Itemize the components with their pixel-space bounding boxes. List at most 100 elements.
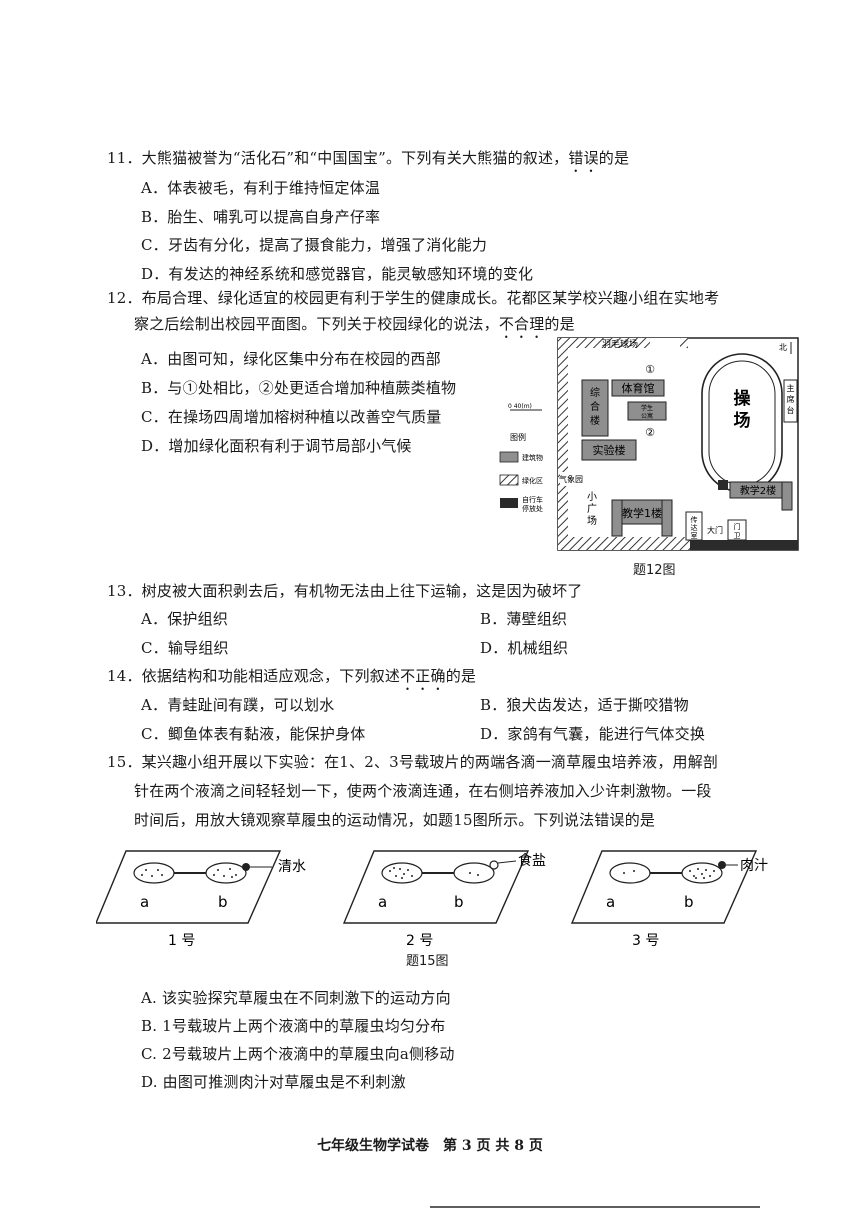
square-label-2: 广 <box>587 503 597 515</box>
slide-3-drop-a <box>609 862 651 884</box>
south-wall <box>690 540 798 550</box>
guard-label-2: 卫 <box>734 532 741 540</box>
legend-building-swatch <box>499 451 519 463</box>
legend-building-label: 建筑物 <box>522 453 543 462</box>
slide-1-drop-a <box>133 862 175 884</box>
q15-stem-line3: 时间后，用放大镜观察草履虫的运动情况，如题15图所示。下列说法错误的是 <box>134 811 656 829</box>
q11-option-d: D．有发达的神经系统和感觉器官，能灵敏感知环境的变化 <box>141 265 534 283</box>
slide-2-paramecia-b <box>469 872 479 876</box>
slide-3-label-b: b <box>684 893 694 911</box>
bike-parking <box>718 480 728 490</box>
teaching-building-2-wing <box>781 481 793 511</box>
slide-3-glass <box>570 850 758 924</box>
slide-2-drop-b <box>453 862 495 884</box>
q12-option-d: D．增加绿化面积有利于调节局部小气候 <box>141 437 412 455</box>
q11-option-c: C．牙齿有分化，提高了摄食能力，增强了消化能力 <box>141 236 488 254</box>
slide-1-paramecia-a <box>141 869 163 877</box>
slide-2-paramecia-a <box>389 867 413 879</box>
page-footer: 七年级生物学试卷 第 3 页 共 8 页 <box>317 1138 543 1154</box>
slide-2-drop-a <box>381 862 423 884</box>
mail-room <box>685 511 703 541</box>
q14-emphasis: 不正确 <box>400 667 446 685</box>
q14-option-a: A．青蛙趾间有蹼，可以划水 <box>141 696 335 714</box>
slide-2-label-a: a <box>378 893 387 911</box>
q12-option-c: C．在操场四周增加榕树种植以改善空气质量 <box>141 408 442 426</box>
q15-option-a: A. 该实验探究草履虫在不同刺激下的运动方向 <box>141 989 451 1007</box>
scan-edge-line <box>430 1206 760 1208</box>
south-green-belt <box>568 537 690 550</box>
slide-1: 清水 a b 1 号 <box>96 850 306 949</box>
campus-map-figure: 羽毛球场 北 操 场 主 席 台 综 合 楼 体育馆 ① 学生 公寓 ② 实验楼 <box>499 337 799 551</box>
complex-building <box>581 379 609 437</box>
rostrum-label-3: 台 <box>787 405 795 415</box>
complex-label-1: 综 <box>590 386 600 399</box>
rostrum-label-2: 席 <box>787 394 795 404</box>
legend-green-label: 绿化区 <box>522 476 543 485</box>
legend-bike-label-2: 停放处 <box>522 504 543 513</box>
west-green-belt <box>558 338 568 550</box>
q12-stem-line1: 12．布局合理、绿化适宜的校园更有利于学生的健康成长。花都区某学校兴趣小组在实地… <box>107 289 720 307</box>
lab-label: 实验楼 <box>593 443 626 457</box>
q14-option-c: C．鲫鱼体表有黏液，能保护身体 <box>141 725 366 743</box>
slide-2-pointer <box>497 860 517 864</box>
scale-label: 0 40(m) <box>508 403 532 410</box>
slide-3-stimulus-dot <box>718 861 726 869</box>
rostrum <box>783 379 798 423</box>
q14-stem: 14．依据结构和功能相适应观念，下列叙述不正确的是 <box>107 667 477 685</box>
slide-2-glass <box>342 850 530 924</box>
badminton-court-label: 羽毛球场 <box>602 338 638 350</box>
gate-label: 大门 <box>707 525 723 535</box>
slide-2-number: 2 号 <box>406 933 433 949</box>
dormitory-label-1: 学生 <box>641 404 653 412</box>
north-green-belt <box>558 338 688 348</box>
q12-figure-caption: 题12图 <box>633 563 676 578</box>
q15-figure-caption: 题15图 <box>406 954 449 969</box>
playground-label-char2: 场 <box>734 411 751 431</box>
dormitory-building <box>627 401 667 421</box>
slide-3: 肉汁 a b 3 号 <box>570 850 768 949</box>
q13-stem: 13．树皮被大面积剥去后，有机物无法由上往下运输，这是因为破坏了 <box>107 582 583 600</box>
teaching-building-1-label: 教学1楼 <box>622 506 662 520</box>
slide-1-stimulus-label: 清水 <box>278 859 306 875</box>
slide-3-number: 3 号 <box>632 933 659 949</box>
slides-figure: 清水 a b 1 号 食盐 a b 2 号 <box>96 850 768 949</box>
weather-garden-label: 气象园 <box>559 474 583 484</box>
q12-emphasis: 不合理 <box>498 315 545 333</box>
slide-1-drop-b <box>205 862 247 884</box>
gym-building <box>611 379 665 397</box>
playground-label-char1: 操 <box>734 388 751 409</box>
slide-3-paramecia-a <box>623 870 635 874</box>
q12-stem-line2: 察之后绘制出校园平面图。下列关于校园绿化的说法，不合理的是 <box>134 315 575 333</box>
slide-2-label-b: b <box>454 893 464 911</box>
legend-bike-label-1: 自行车 <box>522 495 543 504</box>
slide-3-stimulus-label: 肉汁 <box>740 858 768 874</box>
mail-room-label-1: 传 <box>691 515 698 524</box>
slide-3-label-a: a <box>606 893 615 911</box>
north-label: 北 <box>779 343 787 352</box>
teaching-building-2-label: 教学2楼 <box>740 484 776 497</box>
q13-option-a: A．保护组织 <box>141 610 229 628</box>
q11-emphasis: 错误 <box>568 149 599 167</box>
slide-1-stimulus-dot <box>242 863 250 871</box>
mail-room-label-3: 室 <box>691 531 698 540</box>
q11-stem: 11．大熊猫被誉为“活化石”和“中国国宝”。下列有关大熊猫的叙述，错误的是 <box>107 149 630 167</box>
q13-option-b: B．薄壁组织 <box>480 610 568 628</box>
slide-2: 食盐 a b 2 号 <box>342 850 546 949</box>
q15-stem-line2: 针在两个液滴之间轻轻划一下，使两个液滴连通，在右侧培养液加入少许刺激物。一段 <box>134 782 712 800</box>
q14-option-b: B．狼犬齿发达，适于撕咬猎物 <box>480 696 689 714</box>
q13-option-c: C．输导组织 <box>141 639 229 657</box>
q12-option-a: A．由图可知，绿化区集中分布在校园的西部 <box>141 350 441 368</box>
weather-garden <box>560 472 582 486</box>
complex-label-3: 楼 <box>590 414 600 427</box>
badminton-label-bg <box>650 338 680 348</box>
q14-option-d: D．家鸽有气囊，能进行气体交换 <box>480 725 706 743</box>
complex-label-2: 合 <box>590 400 600 413</box>
slide-1-number: 1 号 <box>168 933 195 949</box>
slide-2-stimulus-label: 食盐 <box>518 852 546 869</box>
square-label-3: 场 <box>587 514 597 527</box>
square-label-1: 小 <box>587 491 597 503</box>
slide-1-glass <box>96 850 282 924</box>
marker-2: ② <box>645 426 655 439</box>
marker-1: ① <box>645 363 655 376</box>
